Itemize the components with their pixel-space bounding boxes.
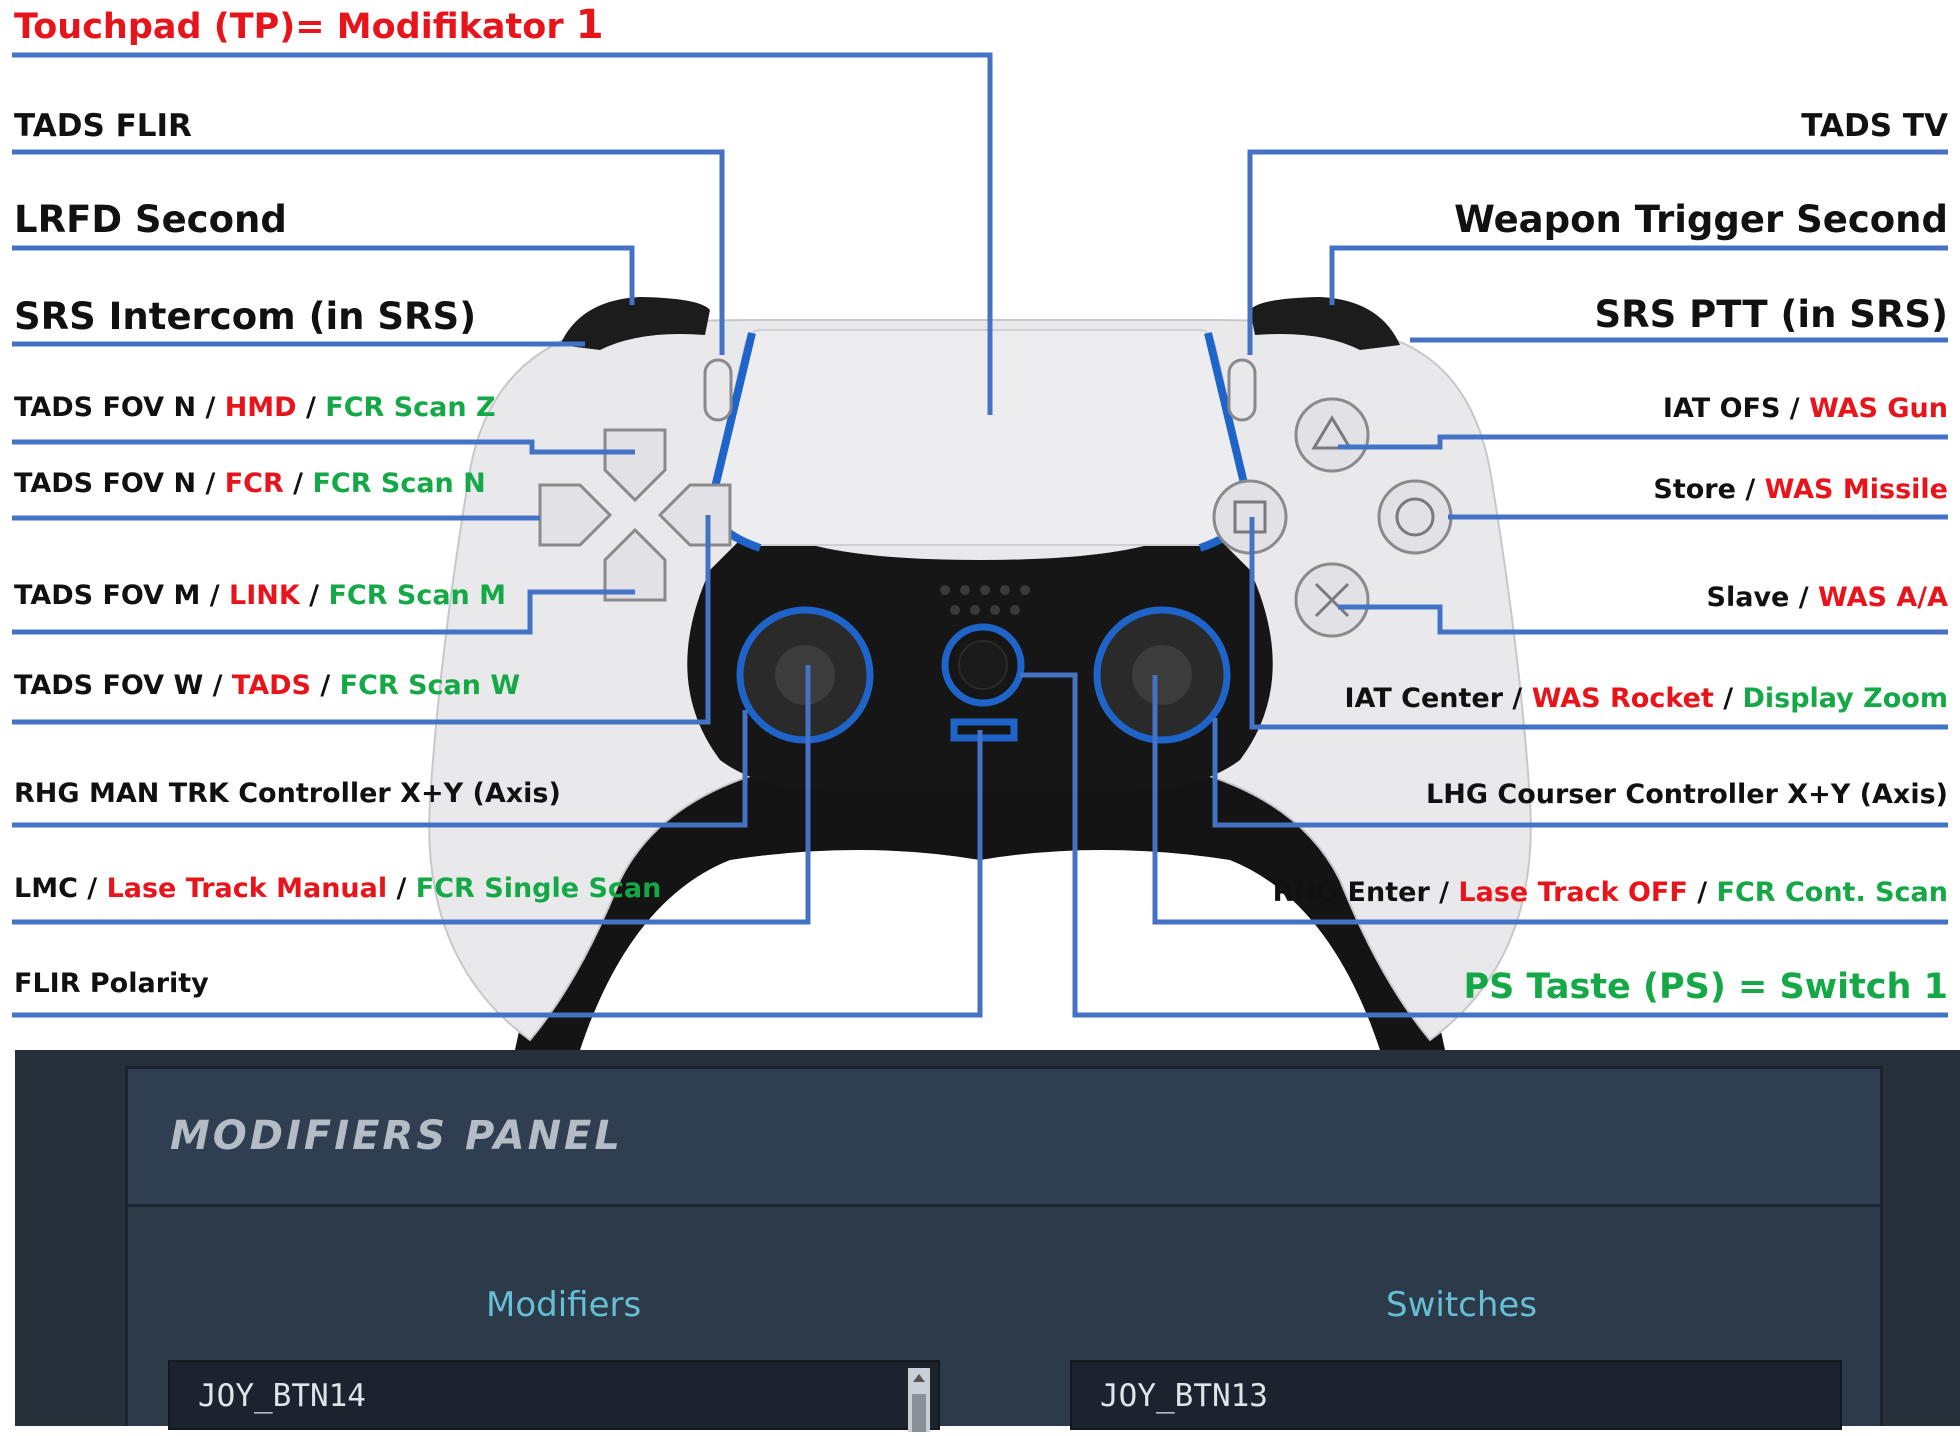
- label-tads-flir: TADS FLIR: [14, 108, 192, 144]
- label-store: Store / WAS Missile: [1653, 474, 1948, 505]
- switches-list[interactable]: JOY_BTN13: [1070, 1360, 1842, 1430]
- modifiers-column-header: Modifiers: [486, 1285, 642, 1325]
- label-lhg-courser: LHG Courser Controller X+Y (Axis): [1426, 779, 1948, 810]
- highlight-rings: [736, 606, 1231, 744]
- label-touchpad: Touchpad (TP)= Modifikator 1: [14, 2, 604, 48]
- modifiers-list-item[interactable]: JOY_BTN14: [198, 1378, 366, 1414]
- panel-header: MODIFIERS PANEL: [128, 1069, 1880, 1207]
- label-srs-intercom: SRS Intercom (in SRS): [14, 295, 477, 338]
- switches-column-header: Switches: [1386, 1285, 1538, 1325]
- controller-illustration: [12, 52, 1948, 1050]
- label-flir-polarity: FLIR Polarity: [14, 968, 209, 999]
- label-tads-tv: TADS TV: [1801, 108, 1948, 144]
- label-iat-center: IAT Center / WAS Rocket / Display Zoom: [1344, 683, 1948, 714]
- label-weapon-trigger-second: Weapon Trigger Second: [1454, 198, 1948, 241]
- label-ps-taste: PS Taste (PS) = Switch 1: [1463, 967, 1948, 1007]
- panel-title: MODIFIERS PANEL: [170, 1113, 623, 1159]
- label-tads-fov-n-fcr: TADS FOV N / FCR / FCR Scan N: [14, 468, 486, 499]
- label-tads-fov-m-link: TADS FOV M / LINK / FCR Scan M: [14, 580, 507, 611]
- label-iat-ofs: IAT OFS / WAS Gun: [1662, 393, 1948, 424]
- label-tads-fov-n-hmd: TADS FOV N / HMD / FCR Scan Z: [14, 392, 496, 423]
- label-rhg-man-trk: RHG MAN TRK Controller X+Y (Axis): [14, 778, 561, 809]
- label-slave: Slave / WAS A/A: [1706, 582, 1948, 613]
- label-srs-ptt: SRS PTT (in SRS): [1594, 293, 1948, 336]
- label-tads-fov-w-tads: TADS FOV W / TADS / FCR Scan W: [14, 670, 521, 701]
- label-lmc: LMC / Lase Track Manual / FCR Single Sca…: [14, 873, 662, 904]
- controller-body: [428, 297, 1532, 1050]
- label-lrfd-second: LRFD Second: [14, 198, 287, 241]
- scroll-up-arrow-icon[interactable]: [908, 1368, 930, 1432]
- modifiers-list[interactable]: JOY_BTN14: [168, 1360, 940, 1432]
- label-rhg-enter: RHG Enter / Lase Track OFF / FCR Cont. S…: [1272, 877, 1948, 908]
- controller-diagram: Touchpad (TP)= Modifikator 1 TADS FLIR L…: [12, 2, 1948, 1050]
- modifiers-scrollbar[interactable]: [908, 1368, 930, 1432]
- switches-list-item[interactable]: JOY_BTN13: [1100, 1378, 1268, 1414]
- leader-lines: [12, 52, 1948, 1018]
